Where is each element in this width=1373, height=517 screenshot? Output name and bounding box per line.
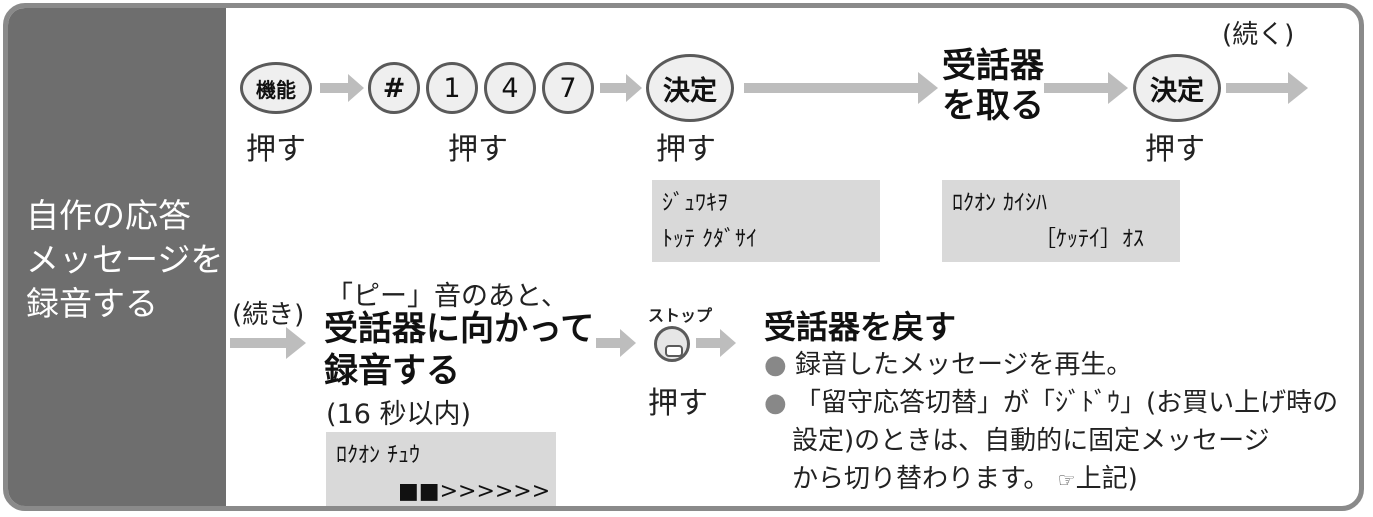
arrow-icon (320, 74, 364, 102)
enter-key: 決定 (646, 54, 734, 122)
note-1-text: 録音したメッセージを再生。 (794, 350, 1133, 380)
push-caption-stop: 押す (648, 386, 708, 421)
function-key-label: 機能 (256, 77, 296, 102)
pickup-receiver-line1: 受話器 (942, 46, 1044, 86)
arrow-layer (230, 72, 1308, 359)
arrow-icon (600, 74, 642, 102)
digit-7-label: 7 (559, 72, 577, 104)
digit-4-label: 4 (501, 72, 519, 104)
note-2: ● 「留守応答切替」が「ｼﾞﾄﾞｳ」(お買い上げ時の 設定)のときは、自動的に固… (764, 384, 1338, 499)
diagram-frame: 自作の応答 メッセージを 録音する 機能 # 1 4 7 決定 決定 押す 押す… (3, 3, 1364, 511)
push-caption-digits: 押す (448, 132, 508, 167)
enter-key-2: 決定 (1133, 54, 1221, 122)
note-1: ● 録音したメッセージを再生。 (764, 344, 1132, 381)
beep-instruction: 「ピー」音のあと、 (326, 281, 568, 312)
pickup-receiver-text: 受話器 を取る (942, 46, 1044, 126)
bullet-icon: ● (764, 350, 787, 380)
arrow-icon (1044, 72, 1128, 104)
arrow-icon (696, 329, 736, 357)
record-instruction: 受話器に向かって 録音する (324, 308, 594, 392)
note-2-line3: から切り替わります。 (792, 464, 1050, 494)
lcd-display-3-line1: ﾛｸｵﾝ ﾁｭｳ (336, 443, 420, 468)
hash-key: # (368, 62, 420, 114)
continued-from-label: (続き) (232, 300, 305, 330)
digit-1-label: 1 (443, 72, 461, 104)
note-2-line1: 「留守応答切替」が「ｼﾞﾄﾞｳ」(お買い上げ時の (794, 388, 1339, 418)
arrow-icon (596, 329, 636, 357)
arrow-icon (744, 72, 938, 104)
continued-label: (続く) (1222, 20, 1295, 50)
stop-key-label: ストップ (648, 306, 713, 325)
function-key: 機能 (240, 62, 312, 114)
push-caption-function: 押す (246, 132, 306, 167)
digit-1-key: 1 (426, 62, 478, 114)
pickup-receiver-line2: を取る (942, 86, 1044, 126)
lcd-display-1-line1: ｼﾞｭﾜｷｦ (662, 191, 729, 216)
sidebar: 自作の応答 メッセージを 録音する (8, 8, 226, 506)
sidebar-title: 自作の応答 メッセージを 録音する (26, 196, 224, 323)
lcd-display-3: ﾛｸｵﾝ ﾁｭｳ ■■>>>>>> (326, 432, 556, 506)
record-instruction-line1: 受話器に向かって (324, 309, 595, 349)
push-caption-enter-2: 押す (1145, 132, 1205, 167)
stop-key (654, 326, 690, 362)
pointing-hand-icon: ☞ (1057, 468, 1076, 492)
hash-key-label: # (382, 72, 406, 104)
lcd-display-3-line2: ■■>>>>>> (398, 479, 551, 504)
time-limit: (16 秒以内) (326, 399, 472, 430)
lcd-display-1-line2: ﾄｯﾃ ｸﾀﾞｻｲ (662, 227, 757, 252)
enter-key-2-label: 決定 (1150, 75, 1204, 107)
hangup-instruction: 受話器を戻す (764, 308, 957, 346)
enter-key-label: 決定 (663, 75, 717, 107)
lcd-display-2: ﾛｸｵﾝ ｶｲｼﾊ ［ｹｯﾃｲ］ｵｽ (942, 180, 1180, 262)
reference-text: 上記) (1075, 464, 1138, 494)
lcd-display-2-line2: ［ｹｯﾃｲ］ｵｽ (1034, 227, 1145, 252)
digit-7-key: 7 (542, 62, 594, 114)
lcd-display-1: ｼﾞｭﾜｷｦ ﾄｯﾃ ｸﾀﾞｻｲ (652, 180, 880, 262)
note-2-line2: 設定)のときは、自動的に固定メッセージ (792, 426, 1270, 456)
push-caption-enter: 押す (656, 132, 716, 167)
arrow-icon (230, 327, 306, 359)
lcd-display-2-line1: ﾛｸｵﾝ ｶｲｼﾊ (952, 191, 1047, 216)
bullet-icon: ● (764, 388, 787, 418)
arrow-icon (1226, 72, 1308, 104)
digit-4-key: 4 (484, 62, 536, 114)
record-instruction-line2: 録音する (324, 351, 460, 391)
